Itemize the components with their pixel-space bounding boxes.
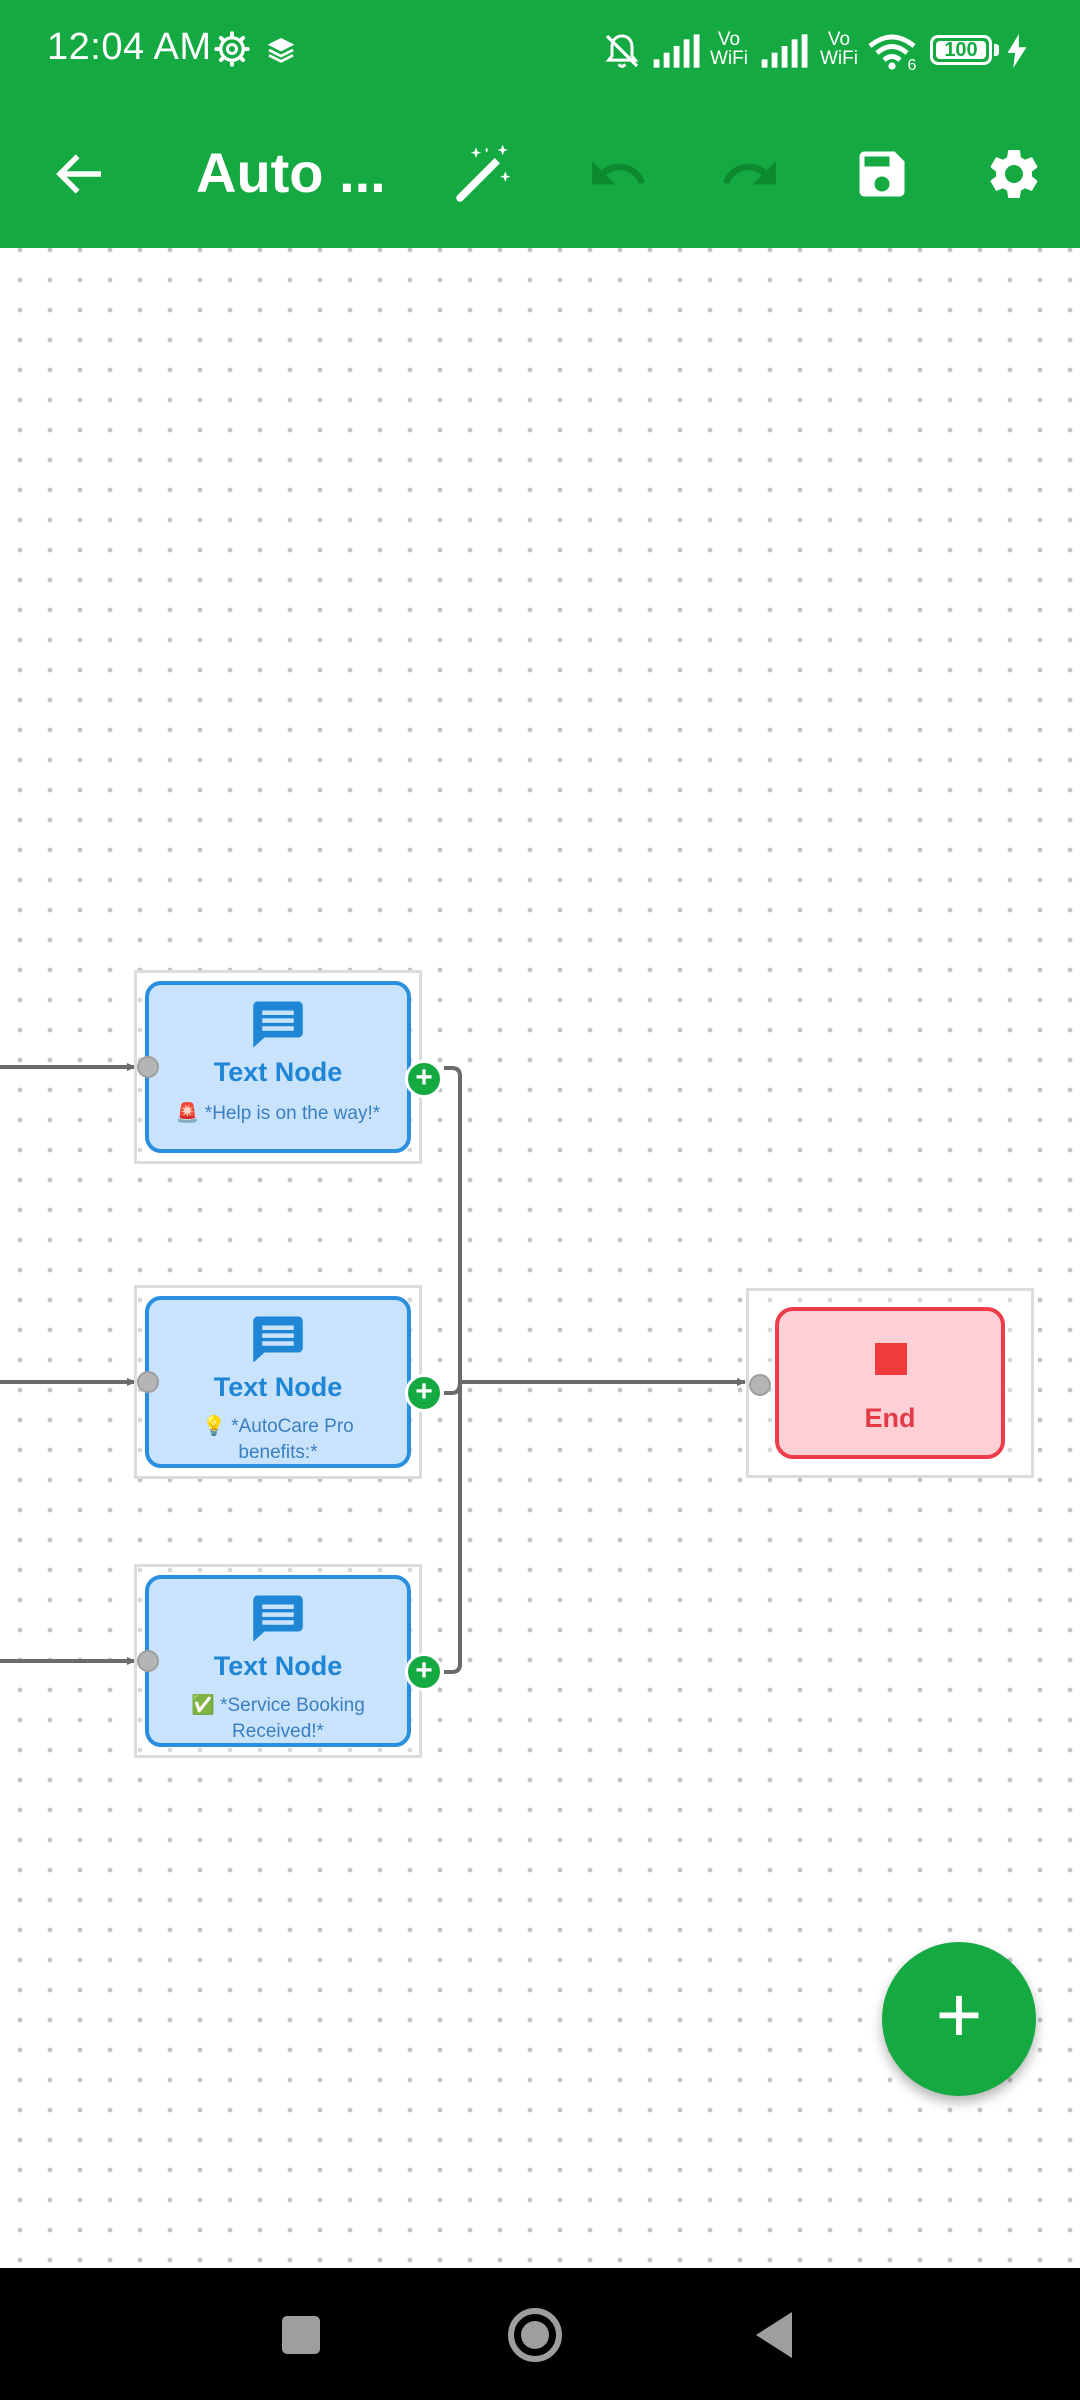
message-icon xyxy=(253,1595,303,1642)
status-bar: 12:04 AM xyxy=(0,0,1080,100)
message-icon xyxy=(253,1316,303,1363)
magic-wand-button[interactable] xyxy=(444,134,524,214)
settings-icon xyxy=(990,150,1038,198)
flow-title: Auto ... xyxy=(196,141,386,204)
save-button[interactable] xyxy=(842,134,922,214)
redo-icon xyxy=(723,161,776,185)
layers-status-icon xyxy=(267,38,295,63)
magic-wand-icon xyxy=(456,144,511,202)
app-bar: Auto ... xyxy=(0,100,1080,248)
edge-node1-to-end xyxy=(444,1066,746,1386)
edge-node2-to-end xyxy=(444,1381,462,1395)
text-node-2[interactable]: Text Node 💡 *AutoCare Pro benefits:* xyxy=(145,1296,411,1468)
save-icon xyxy=(859,151,905,197)
add-output-handle-3[interactable]: + xyxy=(405,1653,443,1691)
wifi-badge: 6 xyxy=(907,57,917,74)
edges-layer xyxy=(0,1063,746,1674)
end-input-handle[interactable] xyxy=(749,1374,771,1396)
vowifi-top-2: Vo xyxy=(827,29,851,50)
input-handle-2[interactable] xyxy=(137,1371,159,1393)
signal-strength-icon-2 xyxy=(761,34,808,68)
text-node-frame-1: Text Node 🚨 *Help is on the way!* xyxy=(134,970,422,1164)
undo-button[interactable] xyxy=(578,134,658,214)
vowifi-label: Vo WiFi xyxy=(706,30,752,68)
add-output-handle-2[interactable]: + xyxy=(405,1374,443,1412)
node-title: Text Node xyxy=(213,1057,343,1087)
flow-canvas[interactable]: Text Node 🚨 *Help is on the way!* + Text… xyxy=(0,248,1080,2268)
edge-node3-to-end xyxy=(444,1382,462,1674)
vowifi-bottom: WiFi xyxy=(710,48,748,69)
wifi-icon xyxy=(868,34,916,70)
node-title: Text Node xyxy=(213,1651,343,1681)
signal-strength-icon xyxy=(653,34,700,68)
status-time: 12:04 AM xyxy=(47,26,212,68)
node-preview: 🚨 *Help is on the way!* xyxy=(175,1103,381,1124)
stop-icon xyxy=(875,1343,907,1375)
back-nav-button[interactable] xyxy=(738,2298,812,2372)
battery-tip xyxy=(994,44,999,56)
text-node-frame-2: Text Node 💡 *AutoCare Pro benefits:* xyxy=(134,1285,422,1479)
input-handle-3[interactable] xyxy=(137,1650,159,1672)
message-icon xyxy=(253,1001,303,1048)
node-preview: 💡 *AutoCare Pro benefits:* xyxy=(202,1416,354,1463)
recent-apps-button[interactable] xyxy=(264,2298,338,2372)
vowifi-label-2: Vo WiFi xyxy=(816,30,862,68)
redo-button[interactable] xyxy=(710,134,790,214)
text-node-frame-3: Text Node ✅ *Service Booking Received!* xyxy=(134,1564,422,1758)
home-button[interactable] xyxy=(498,2298,572,2372)
settings-button[interactable] xyxy=(974,134,1054,214)
gear-status-icon xyxy=(214,31,250,67)
battery-icon: 100 xyxy=(930,35,992,65)
node-preview: ✅ *Service Booking Received!* xyxy=(191,1695,365,1742)
top-app-area: 12:04 AM xyxy=(0,0,1080,248)
text-node-3[interactable]: Text Node ✅ *Service Booking Received!* xyxy=(145,1575,411,1747)
system-nav-bar xyxy=(0,2268,1080,2400)
vowifi-bottom-2: WiFi xyxy=(820,48,858,69)
end-node-frame: End xyxy=(746,1288,1034,1478)
text-node-1[interactable]: Text Node 🚨 *Help is on the way!* xyxy=(145,981,411,1153)
add-output-handle-1[interactable]: + xyxy=(405,1060,443,1098)
back-arrow-icon xyxy=(56,154,101,194)
end-node[interactable]: End xyxy=(775,1307,1005,1459)
charging-bolt-icon xyxy=(1007,34,1027,68)
battery-level: 100 xyxy=(936,40,986,60)
back-button[interactable] xyxy=(38,134,118,214)
vowifi-top: Vo xyxy=(717,29,741,50)
input-handle-1[interactable] xyxy=(137,1056,159,1078)
end-node-label: End xyxy=(864,1403,916,1433)
add-node-button[interactable]: + xyxy=(882,1942,1036,2096)
node-title: Text Node xyxy=(213,1372,343,1402)
undo-icon xyxy=(592,161,645,185)
muted-bell-icon xyxy=(605,34,639,68)
